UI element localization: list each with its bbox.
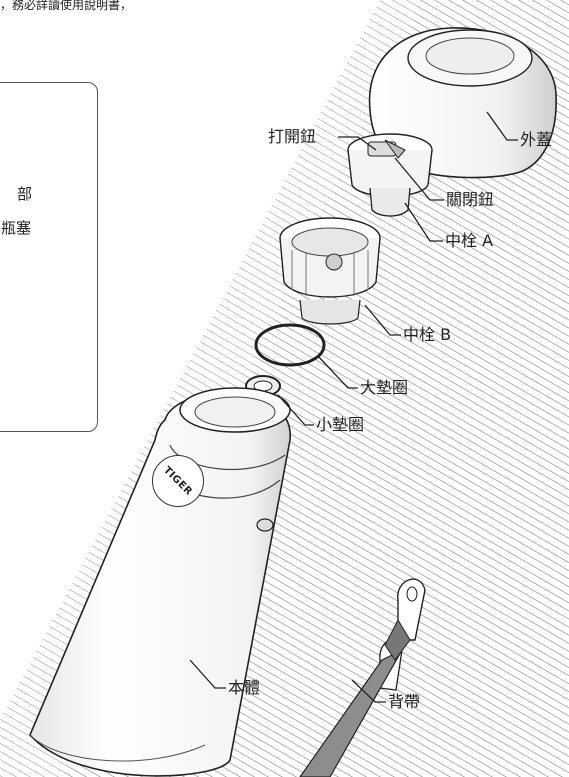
body-drawing <box>29 387 291 777</box>
label-small-gasket: 小墊圈 <box>316 415 365 434</box>
info-box-line-2: 瓶塞 <box>1 219 32 237</box>
large-gasket-drawing <box>254 323 326 367</box>
label-stopper-b: 中栓 B <box>403 325 452 344</box>
strap-drawing <box>299 578 426 777</box>
brand-logo-text: TIGER <box>161 464 195 498</box>
label-body: 本體 <box>228 678 261 697</box>
label-outer-cap: 外蓋 <box>520 130 553 149</box>
label-open-button: 打開鈕 <box>268 127 317 146</box>
label-close-button: 關閉鈕 <box>446 190 495 209</box>
label-strap: 背帶 <box>388 692 421 711</box>
info-box: 部 瓶塞 <box>0 82 98 432</box>
label-stopper-a: 中栓 A <box>445 231 494 250</box>
stopper-a-drawing <box>347 133 433 217</box>
label-large-gasket: 大墊圈 <box>360 378 409 397</box>
info-box-line-1: 部 <box>17 185 33 203</box>
stopper-b-drawing <box>279 217 381 325</box>
header-note: ，務必詳讀使用說明書， <box>0 0 133 12</box>
leader-lines <box>189 111 518 703</box>
